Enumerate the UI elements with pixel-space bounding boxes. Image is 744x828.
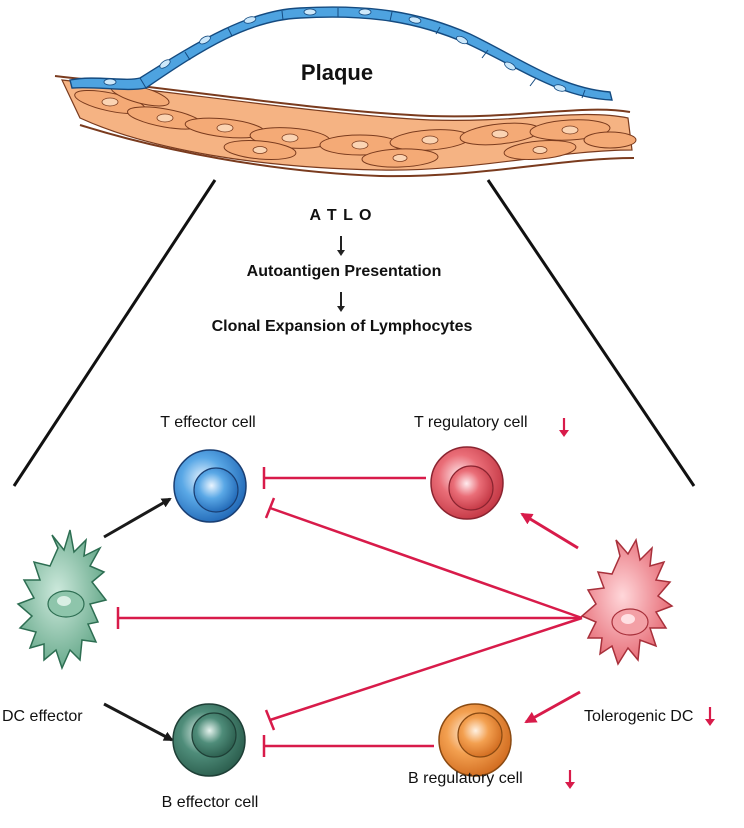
arrow-dc-to-t-effector bbox=[103, 497, 172, 539]
downregulation-arrow-icon bbox=[705, 707, 715, 726]
flow-step-clonal-expansion: Clonal Expansion of Lymphocytes bbox=[211, 318, 473, 335]
inhibit-toldc-to-teff bbox=[269, 506, 583, 620]
label-b-effector: B effector cell bbox=[161, 794, 259, 811]
label-t-regulatory: T regulatory cell bbox=[414, 414, 528, 431]
smooth-muscle-layer bbox=[60, 79, 633, 171]
t-effector-cell bbox=[173, 449, 247, 523]
flow-step-atlo: A T L O bbox=[309, 207, 373, 224]
flow-arrow-down-icon bbox=[337, 292, 345, 312]
arrow-dc-to-b-effector bbox=[103, 702, 174, 742]
t-regulatory-cell bbox=[430, 446, 504, 520]
zoom-line-left bbox=[12, 179, 217, 487]
label-t-effector: T effector cell bbox=[160, 414, 256, 431]
b-regulatory-cell bbox=[438, 703, 512, 777]
inhibit-toldc-to-beff bbox=[269, 616, 583, 722]
downregulation-arrow-icon bbox=[565, 770, 575, 789]
tolerogenic-dc-cell bbox=[580, 537, 674, 666]
inhibition-lines bbox=[116, 467, 583, 757]
label-b-regulatory: B regulatory cell bbox=[408, 770, 523, 787]
arrow-toldc-to-treg bbox=[520, 512, 579, 550]
arrow-toldc-to-breg bbox=[524, 690, 581, 724]
endothelium-layer bbox=[69, 6, 613, 101]
label-tolerogenic-dc: Tolerogenic DC bbox=[584, 708, 694, 725]
flow-step-autoantigen: Autoantigen Presentation bbox=[246, 263, 442, 280]
flow-arrow-down-icon bbox=[337, 236, 345, 256]
plaque-title: Plaque bbox=[301, 60, 373, 85]
vessel-wall bbox=[54, 6, 637, 178]
zoom-line-right bbox=[486, 179, 696, 487]
downregulation-arrow-icon bbox=[559, 418, 569, 437]
dc-effector-cell bbox=[16, 529, 108, 671]
label-dc-effector: DC effector bbox=[2, 708, 83, 725]
b-effector-cell bbox=[172, 703, 246, 777]
